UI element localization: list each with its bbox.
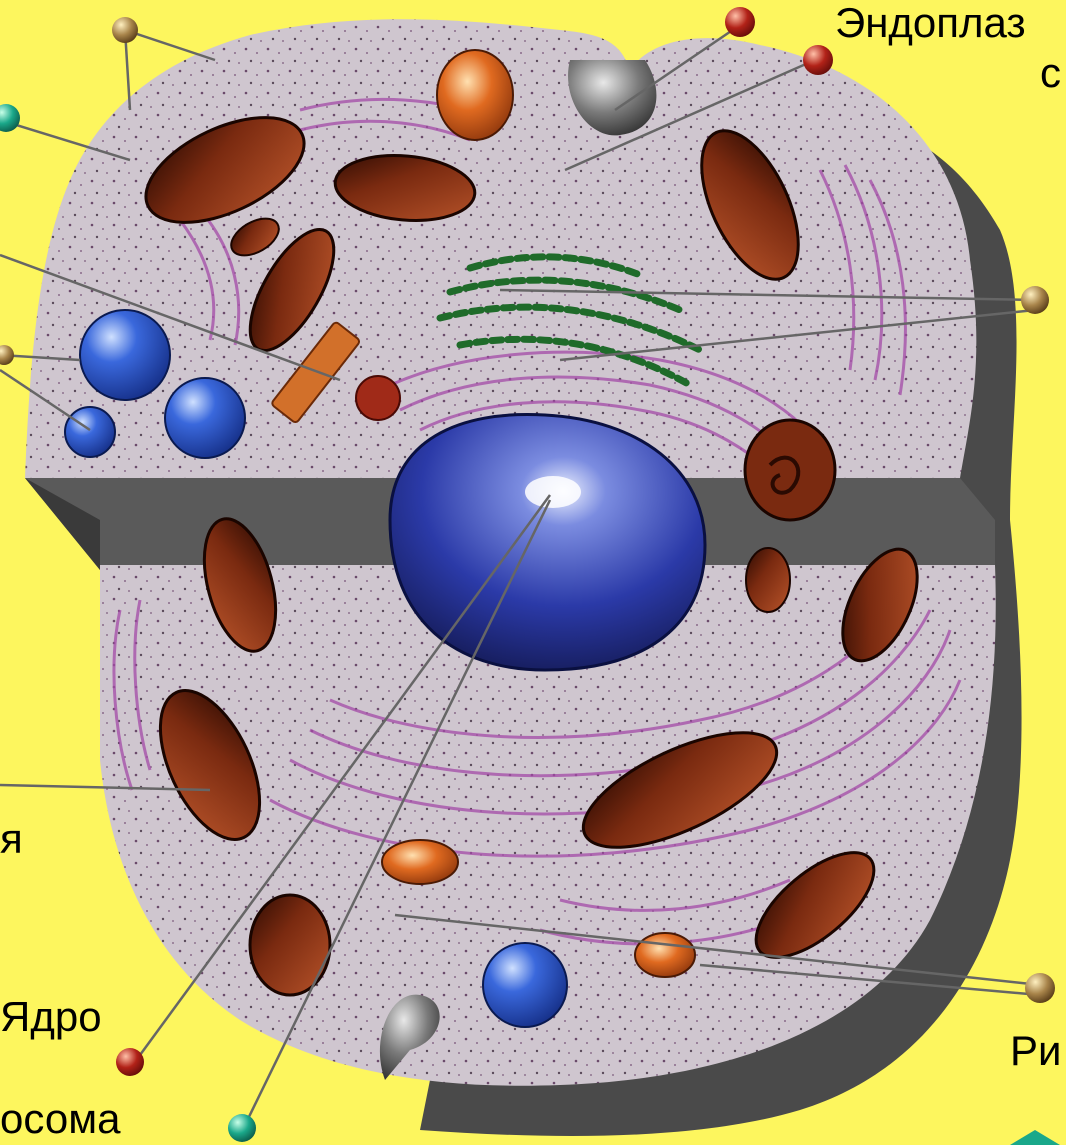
label-bottom-right: Ри	[1010, 1030, 1061, 1072]
label-left-mid: я	[0, 818, 23, 860]
label-bottom-left: осома	[0, 1098, 120, 1140]
pin-marker-icon	[725, 7, 755, 37]
label-endoplasmic-line2: с	[1040, 52, 1061, 94]
pin-marker-icon	[0, 104, 20, 132]
label-nucleus: Ядро	[0, 996, 102, 1038]
label-endoplasmic: Эндоплаз	[835, 2, 1026, 44]
nav-arrow-icon	[1010, 1130, 1060, 1145]
nucleus	[390, 414, 705, 670]
pin-marker-icon	[112, 17, 138, 43]
pin-marker-icon	[1025, 973, 1055, 1003]
pin-marker-icon	[1021, 286, 1049, 314]
pin-marker-icon	[0, 345, 14, 365]
pin-marker-icon	[803, 45, 833, 75]
pin-marker-icon	[116, 1048, 144, 1076]
pin-marker-icon	[228, 1114, 256, 1142]
